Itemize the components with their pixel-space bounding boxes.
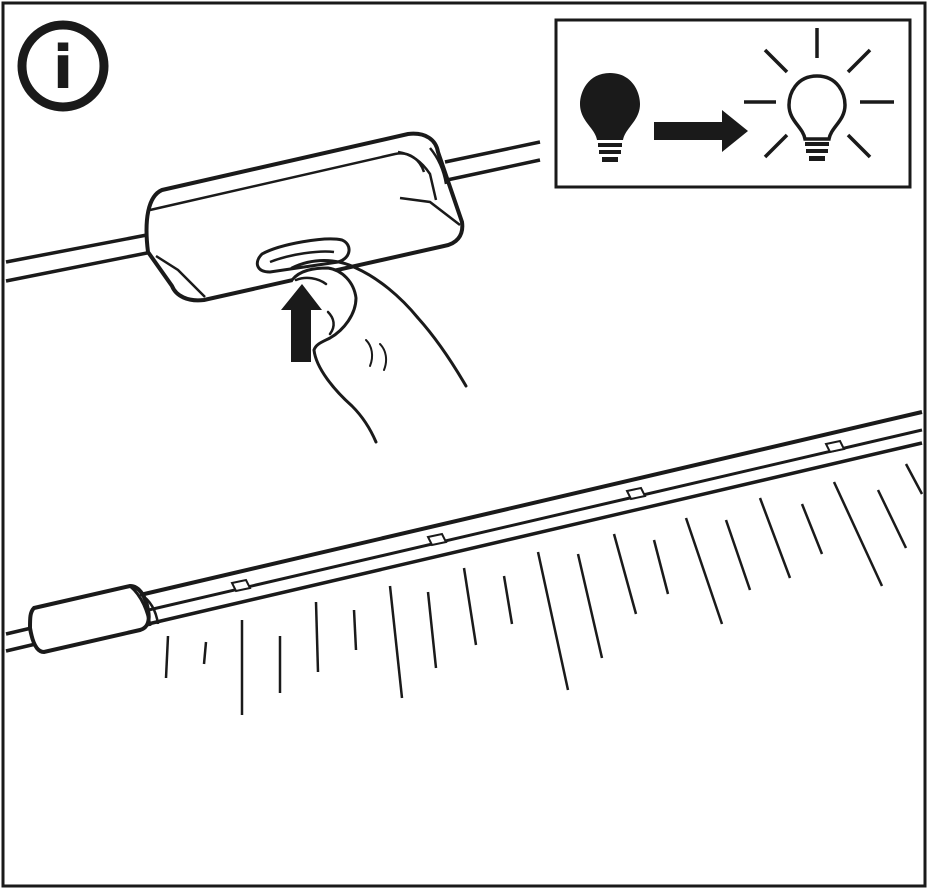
light-bulb-on-icon	[744, 28, 894, 161]
info-circle-icon: i	[17, 20, 109, 112]
arrow-right-icon	[654, 110, 748, 152]
info-symbol: i	[53, 33, 74, 103]
light-state-inset	[554, 18, 912, 189]
switch-button	[255, 237, 351, 274]
power-cable	[5, 140, 541, 283]
pressing-hand	[290, 259, 468, 444]
strip-end-cap	[27, 583, 160, 655]
light-bulb-off-icon	[580, 73, 640, 162]
light-rays	[164, 463, 924, 715]
arrow-up-icon	[281, 284, 322, 362]
led-chips	[230, 439, 846, 593]
